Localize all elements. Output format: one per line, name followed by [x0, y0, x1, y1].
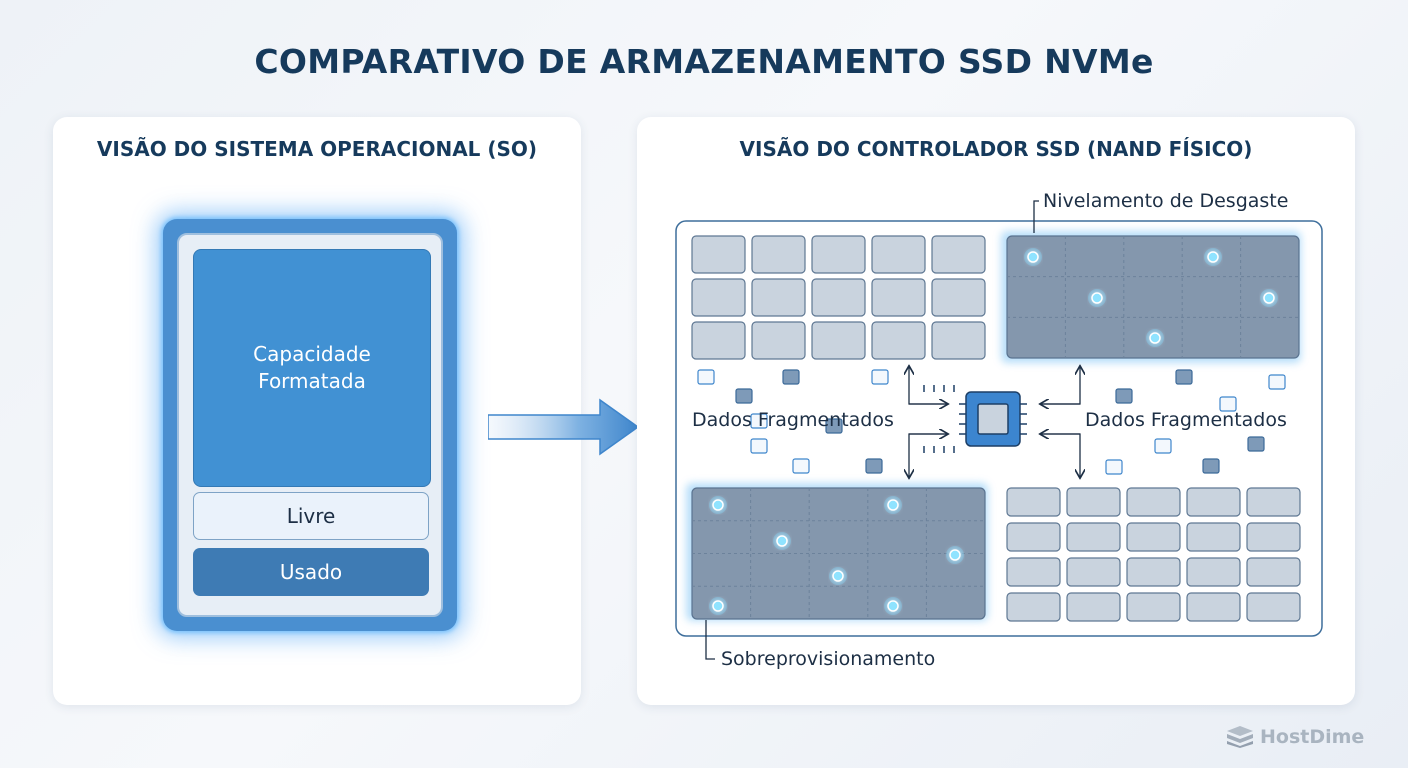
glow-point — [1207, 251, 1219, 263]
nand-cell — [1066, 592, 1121, 622]
glow-point — [832, 570, 844, 582]
nand-board-diagram — [675, 200, 1323, 660]
nand-cell-group-top-left — [691, 235, 986, 360]
nand-cell — [1006, 522, 1061, 552]
glow-point — [712, 600, 724, 612]
nand-cell — [751, 235, 806, 274]
glow-point — [1091, 292, 1103, 304]
nand-cell — [751, 321, 806, 360]
nand-cell — [1066, 557, 1121, 587]
nand-cell — [871, 321, 926, 360]
nand-cell — [1246, 592, 1301, 622]
nand-cell — [1186, 592, 1241, 622]
logo-text: HostDime — [1260, 726, 1365, 748]
glow-point — [1263, 292, 1275, 304]
fragment-square — [750, 438, 768, 454]
fragment-square — [865, 458, 883, 474]
fragment-square — [1202, 458, 1220, 474]
wear-leveling-label: Nivelamento de Desgaste — [1043, 190, 1289, 212]
glow-point — [887, 600, 899, 612]
fragment-square — [792, 458, 810, 474]
os-panel-heading: VISÃO DO SISTEMA OPERACIONAL (SO) — [96, 137, 538, 161]
nand-cell — [1066, 522, 1121, 552]
nand-cell — [1066, 487, 1121, 517]
fragment-square — [750, 413, 768, 429]
nand-cell — [691, 278, 746, 317]
nand-cell — [1246, 487, 1301, 517]
fragment-square — [1115, 388, 1133, 404]
glow-point — [712, 499, 724, 511]
overprovisioning-label: Sobreprovisionamento — [721, 648, 936, 670]
nand-cell-group-bottom-right — [1006, 487, 1301, 622]
nand-cell — [1126, 592, 1181, 622]
nand-cell — [1246, 522, 1301, 552]
fragment-square — [871, 369, 889, 385]
nand-cell — [931, 235, 986, 274]
fragment-square — [1268, 374, 1286, 390]
controller-chip-icon — [923, 385, 1027, 453]
formatted-capacity-block: Capacidade Formatada — [193, 249, 431, 487]
os-storage-inner: Capacidade Formatada Livre Usado — [177, 233, 443, 617]
hostdime-logo: HostDime — [1226, 724, 1364, 750]
fragment-square — [1175, 369, 1193, 385]
nand-cell — [1186, 557, 1241, 587]
data-glow-points — [709, 248, 1278, 615]
nand-cell — [811, 278, 866, 317]
data-flow-arrows — [909, 367, 1080, 477]
fragment-square — [697, 369, 715, 385]
nand-cell — [931, 278, 986, 317]
nand-cell — [1006, 592, 1061, 622]
fragment-square — [782, 369, 800, 385]
os-view-panel: VISÃO DO SISTEMA OPERACIONAL (SO) Capaci… — [53, 117, 581, 705]
controller-view-panel: VISÃO DO CONTROLADOR SSD (NAND FÍSICO) — [637, 117, 1355, 705]
glow-point — [776, 535, 788, 547]
nand-cell — [1186, 522, 1241, 552]
nand-cell — [871, 235, 926, 274]
fragmented-data-right-label: Dados Fragmentados — [1085, 409, 1287, 431]
nand-cell — [811, 321, 866, 360]
fragment-square — [1219, 396, 1237, 412]
nand-cell — [1186, 487, 1241, 517]
fragmented-data-squares — [697, 369, 1286, 475]
nand-cell — [1006, 487, 1061, 517]
used-space-block: Usado — [193, 548, 429, 596]
fragment-square — [1247, 436, 1265, 452]
free-space-block: Livre — [193, 492, 429, 540]
overprovisioning-block — [686, 483, 988, 621]
nand-cell — [691, 235, 746, 274]
glow-point — [1027, 251, 1039, 263]
wear-leveling-callout-line — [1033, 200, 1039, 233]
fragment-square — [735, 388, 753, 404]
transition-arrow-icon — [488, 398, 640, 456]
fragment-square — [825, 418, 843, 434]
fragment-square — [1154, 438, 1172, 454]
glow-point — [949, 549, 961, 561]
controller-panel-heading: VISÃO DO CONTROLADOR SSD (NAND FÍSICO) — [739, 137, 1253, 161]
nand-cell — [751, 278, 806, 317]
fragment-square — [1105, 459, 1123, 475]
nand-cell — [1126, 487, 1181, 517]
nand-cell — [1246, 557, 1301, 587]
nand-cell — [811, 235, 866, 274]
hostdime-logo-icon — [1227, 726, 1253, 748]
nand-cell — [691, 321, 746, 360]
os-storage-device: Capacidade Formatada Livre Usado — [163, 219, 457, 631]
nand-cell — [1126, 557, 1181, 587]
nand-cell — [1126, 522, 1181, 552]
nand-cell — [1006, 557, 1061, 587]
nand-cell — [871, 278, 926, 317]
glow-point — [887, 499, 899, 511]
wear-leveling-block — [1001, 231, 1301, 363]
glow-point — [1149, 332, 1161, 344]
overprovisioning-callout-line — [705, 620, 715, 660]
page-title: COMPARATIVO DE ARMAZENAMENTO SSD NVMe — [254, 42, 1154, 81]
nand-cell — [931, 321, 986, 360]
fragmented-data-left-label: Dados Fragmentados — [692, 409, 894, 431]
